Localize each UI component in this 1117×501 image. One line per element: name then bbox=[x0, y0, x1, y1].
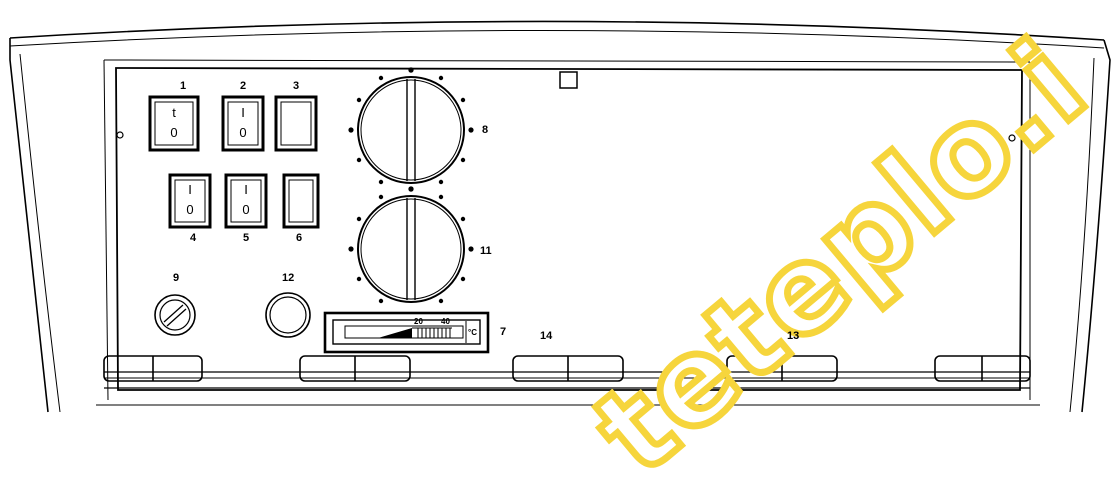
switch-4 bbox=[168, 173, 212, 229]
callout-4: 4 bbox=[190, 232, 197, 244]
dial-8 bbox=[357, 76, 465, 184]
dial-8-tick-dot bbox=[378, 179, 384, 185]
thermostat-knob-9 bbox=[154, 294, 196, 336]
dial-11-tick-dot bbox=[378, 298, 384, 304]
callout-8: 8 bbox=[482, 124, 489, 136]
right-side-screw bbox=[1008, 134, 1016, 142]
dial-8-tick-dot bbox=[438, 179, 444, 185]
callout-14: 14 bbox=[540, 330, 553, 342]
watermark: teteplo.i bbox=[480, 11, 1117, 501]
switch-3 bbox=[274, 95, 318, 152]
callout-5: 5 bbox=[243, 232, 250, 244]
dial-8-tick-dot bbox=[348, 127, 354, 133]
dial-8-tick-dot bbox=[468, 127, 474, 133]
callout-13: 13 bbox=[787, 330, 800, 342]
switch-5-on-mark: I bbox=[244, 182, 248, 197]
callout-12: 12 bbox=[282, 272, 295, 284]
dial-11 bbox=[357, 195, 465, 303]
dial-8-tick-dot bbox=[378, 75, 384, 81]
switch-5-off-mark: 0 bbox=[242, 202, 250, 217]
callout-2: 2 bbox=[240, 80, 247, 92]
dial-11-tick-dot bbox=[378, 194, 384, 200]
switch-1 bbox=[148, 95, 200, 152]
switch-6 bbox=[282, 173, 320, 229]
dial-8-tick-dot bbox=[408, 67, 414, 73]
callout-7: 7 bbox=[500, 326, 507, 338]
callout-11: 11 bbox=[480, 245, 492, 257]
hinge-3 bbox=[512, 355, 624, 382]
switch-2 bbox=[221, 95, 265, 152]
callout-6: 6 bbox=[296, 232, 303, 244]
housing-outline bbox=[9, 20, 1111, 413]
dial-11-tick-dot bbox=[408, 186, 414, 192]
dial-11-tick-dot bbox=[438, 194, 444, 200]
hinge-5 bbox=[934, 355, 1031, 382]
callout-3: 3 bbox=[293, 80, 300, 92]
thermometer-tick-40: 40 bbox=[441, 317, 450, 326]
hinge-1 bbox=[103, 355, 203, 382]
dial-8-tick-dot bbox=[356, 157, 362, 163]
watermark-text: teteplo.i bbox=[567, 11, 1117, 501]
indicator-lamp bbox=[559, 71, 578, 89]
switch-4-off-mark: 0 bbox=[186, 202, 194, 217]
switch-1-on-mark: t bbox=[172, 105, 176, 120]
dial-11-tick-dot bbox=[438, 298, 444, 304]
switch-1-off-mark: 0 bbox=[170, 125, 178, 140]
boiler-control-panel-diagram bbox=[9, 20, 1111, 413]
switch-4-on-mark: I bbox=[188, 182, 192, 197]
hinge-4 bbox=[726, 355, 838, 382]
left-side-screw bbox=[116, 131, 124, 139]
dial-11-tick-dot bbox=[460, 276, 466, 282]
switch-2-on-mark: I bbox=[241, 105, 245, 120]
dial-11-tick-dot bbox=[356, 216, 362, 222]
thermometer-7 bbox=[323, 311, 490, 354]
hinge-2 bbox=[299, 355, 411, 382]
dial-8-tick-dot bbox=[356, 97, 362, 103]
dial-8-tick-dot bbox=[460, 157, 466, 163]
thermometer-unit: °C bbox=[468, 328, 477, 337]
dial-8-tick-dot bbox=[438, 75, 444, 81]
dial-11-tick-dot bbox=[468, 246, 474, 252]
switch-2-off-mark: 0 bbox=[239, 125, 247, 140]
dial-8-tick-dot bbox=[460, 97, 466, 103]
inner-panel-outline bbox=[96, 59, 1040, 406]
dial-11-tick-dot bbox=[460, 216, 466, 222]
dial-11-tick-dot bbox=[356, 276, 362, 282]
callout-1: 1 bbox=[180, 80, 187, 92]
switch-5 bbox=[224, 173, 268, 229]
thermometer-tick-20: 20 bbox=[414, 317, 423, 326]
bottom-rail bbox=[104, 371, 1030, 389]
reset-button-12 bbox=[265, 292, 311, 338]
dial-11-tick-dot bbox=[348, 246, 354, 252]
callout-9: 9 bbox=[173, 272, 180, 284]
